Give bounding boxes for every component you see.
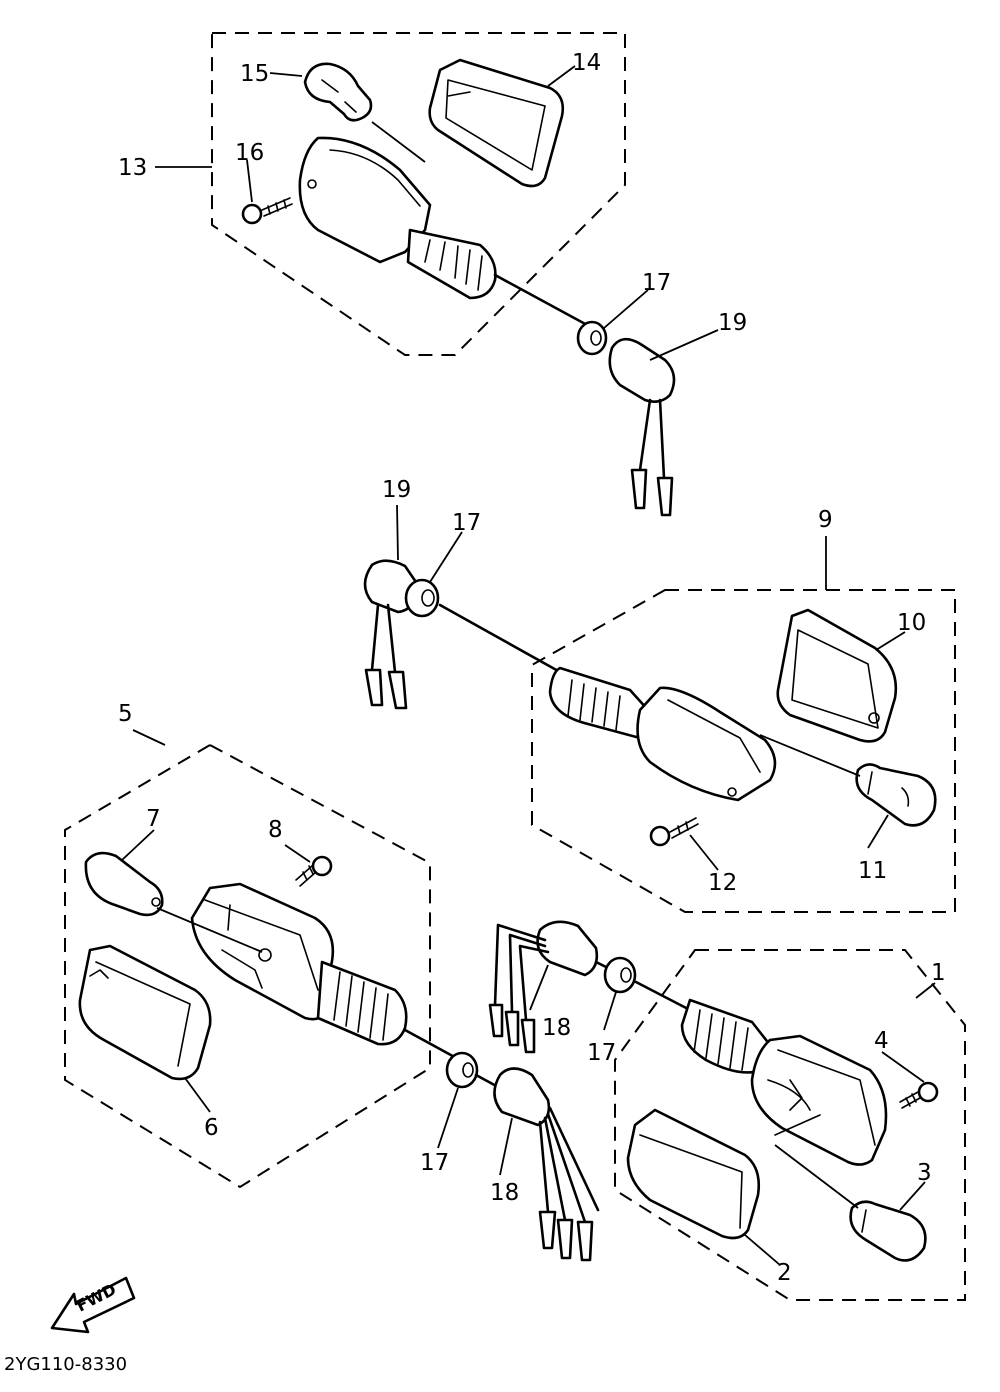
assembly-13-boundary — [211, 32, 626, 356]
callout-9: 9 — [818, 507, 833, 533]
housing-5 — [190, 882, 462, 1062]
callout-17-right: 17 — [587, 1040, 616, 1066]
assembly-9-boundary — [531, 589, 956, 913]
callout-1: 1 — [931, 960, 946, 986]
housing-1 — [680, 998, 888, 1166]
callout-19-top: 19 — [718, 310, 747, 336]
lens-10 — [776, 608, 898, 743]
callout-13: 13 — [118, 155, 147, 181]
grommet-17-mid — [404, 578, 440, 618]
screw-8 — [295, 855, 333, 887]
assembly-9-group — [363, 504, 956, 913]
callout-10: 10 — [897, 610, 926, 636]
callout-17-left: 17 — [420, 1150, 449, 1176]
bulb-15 — [303, 62, 373, 122]
callout-15: 15 — [240, 61, 269, 87]
bulb-11 — [855, 763, 937, 827]
screw-4 — [899, 1081, 939, 1109]
callout-18-right: 18 — [542, 1015, 571, 1041]
screw-16 — [241, 197, 293, 225]
screw-12 — [649, 817, 699, 847]
assembly-5-boundary — [64, 743, 431, 1189]
callout-8: 8 — [268, 817, 283, 843]
grommet-17-right — [603, 956, 637, 994]
callout-11: 11 — [858, 858, 887, 884]
callout-7: 7 — [146, 806, 161, 832]
callout-6: 6 — [204, 1115, 219, 1141]
callout-18-left: 18 — [490, 1180, 519, 1206]
assembly-5-group — [64, 729, 600, 1262]
bulb-7 — [84, 851, 164, 917]
callout-14: 14 — [572, 50, 601, 76]
grommet-17-top — [576, 320, 608, 356]
assembly-1-group — [488, 920, 966, 1301]
housing-13 — [298, 136, 602, 334]
housing-9 — [548, 666, 777, 802]
boot-19-top — [608, 337, 676, 517]
callout-16: 16 — [235, 140, 264, 166]
callout-17-top: 17 — [642, 270, 671, 296]
fwd-arrow-icon: FWD — [50, 1276, 136, 1334]
callout-17-mid: 17 — [452, 510, 481, 536]
callout-4: 4 — [874, 1028, 889, 1054]
bulb-3 — [849, 1200, 927, 1262]
callout-3: 3 — [917, 1160, 932, 1186]
assembly-13-group — [155, 32, 719, 517]
lens-2 — [626, 1108, 760, 1240]
lens-14 — [428, 58, 565, 188]
boot-18-right — [488, 920, 599, 1054]
boot-18-left — [493, 1067, 600, 1262]
lens-6 — [78, 944, 212, 1081]
callout-19-mid: 19 — [382, 477, 411, 503]
boot-19-mid — [363, 559, 420, 710]
callout-2: 2 — [777, 1260, 792, 1286]
callout-5: 5 — [118, 701, 133, 727]
assembly-1-boundary — [614, 949, 966, 1301]
grommet-17-left — [445, 1051, 479, 1089]
callout-12: 12 — [708, 870, 737, 896]
diagram-code: 2YG110-8330 — [4, 1354, 127, 1375]
